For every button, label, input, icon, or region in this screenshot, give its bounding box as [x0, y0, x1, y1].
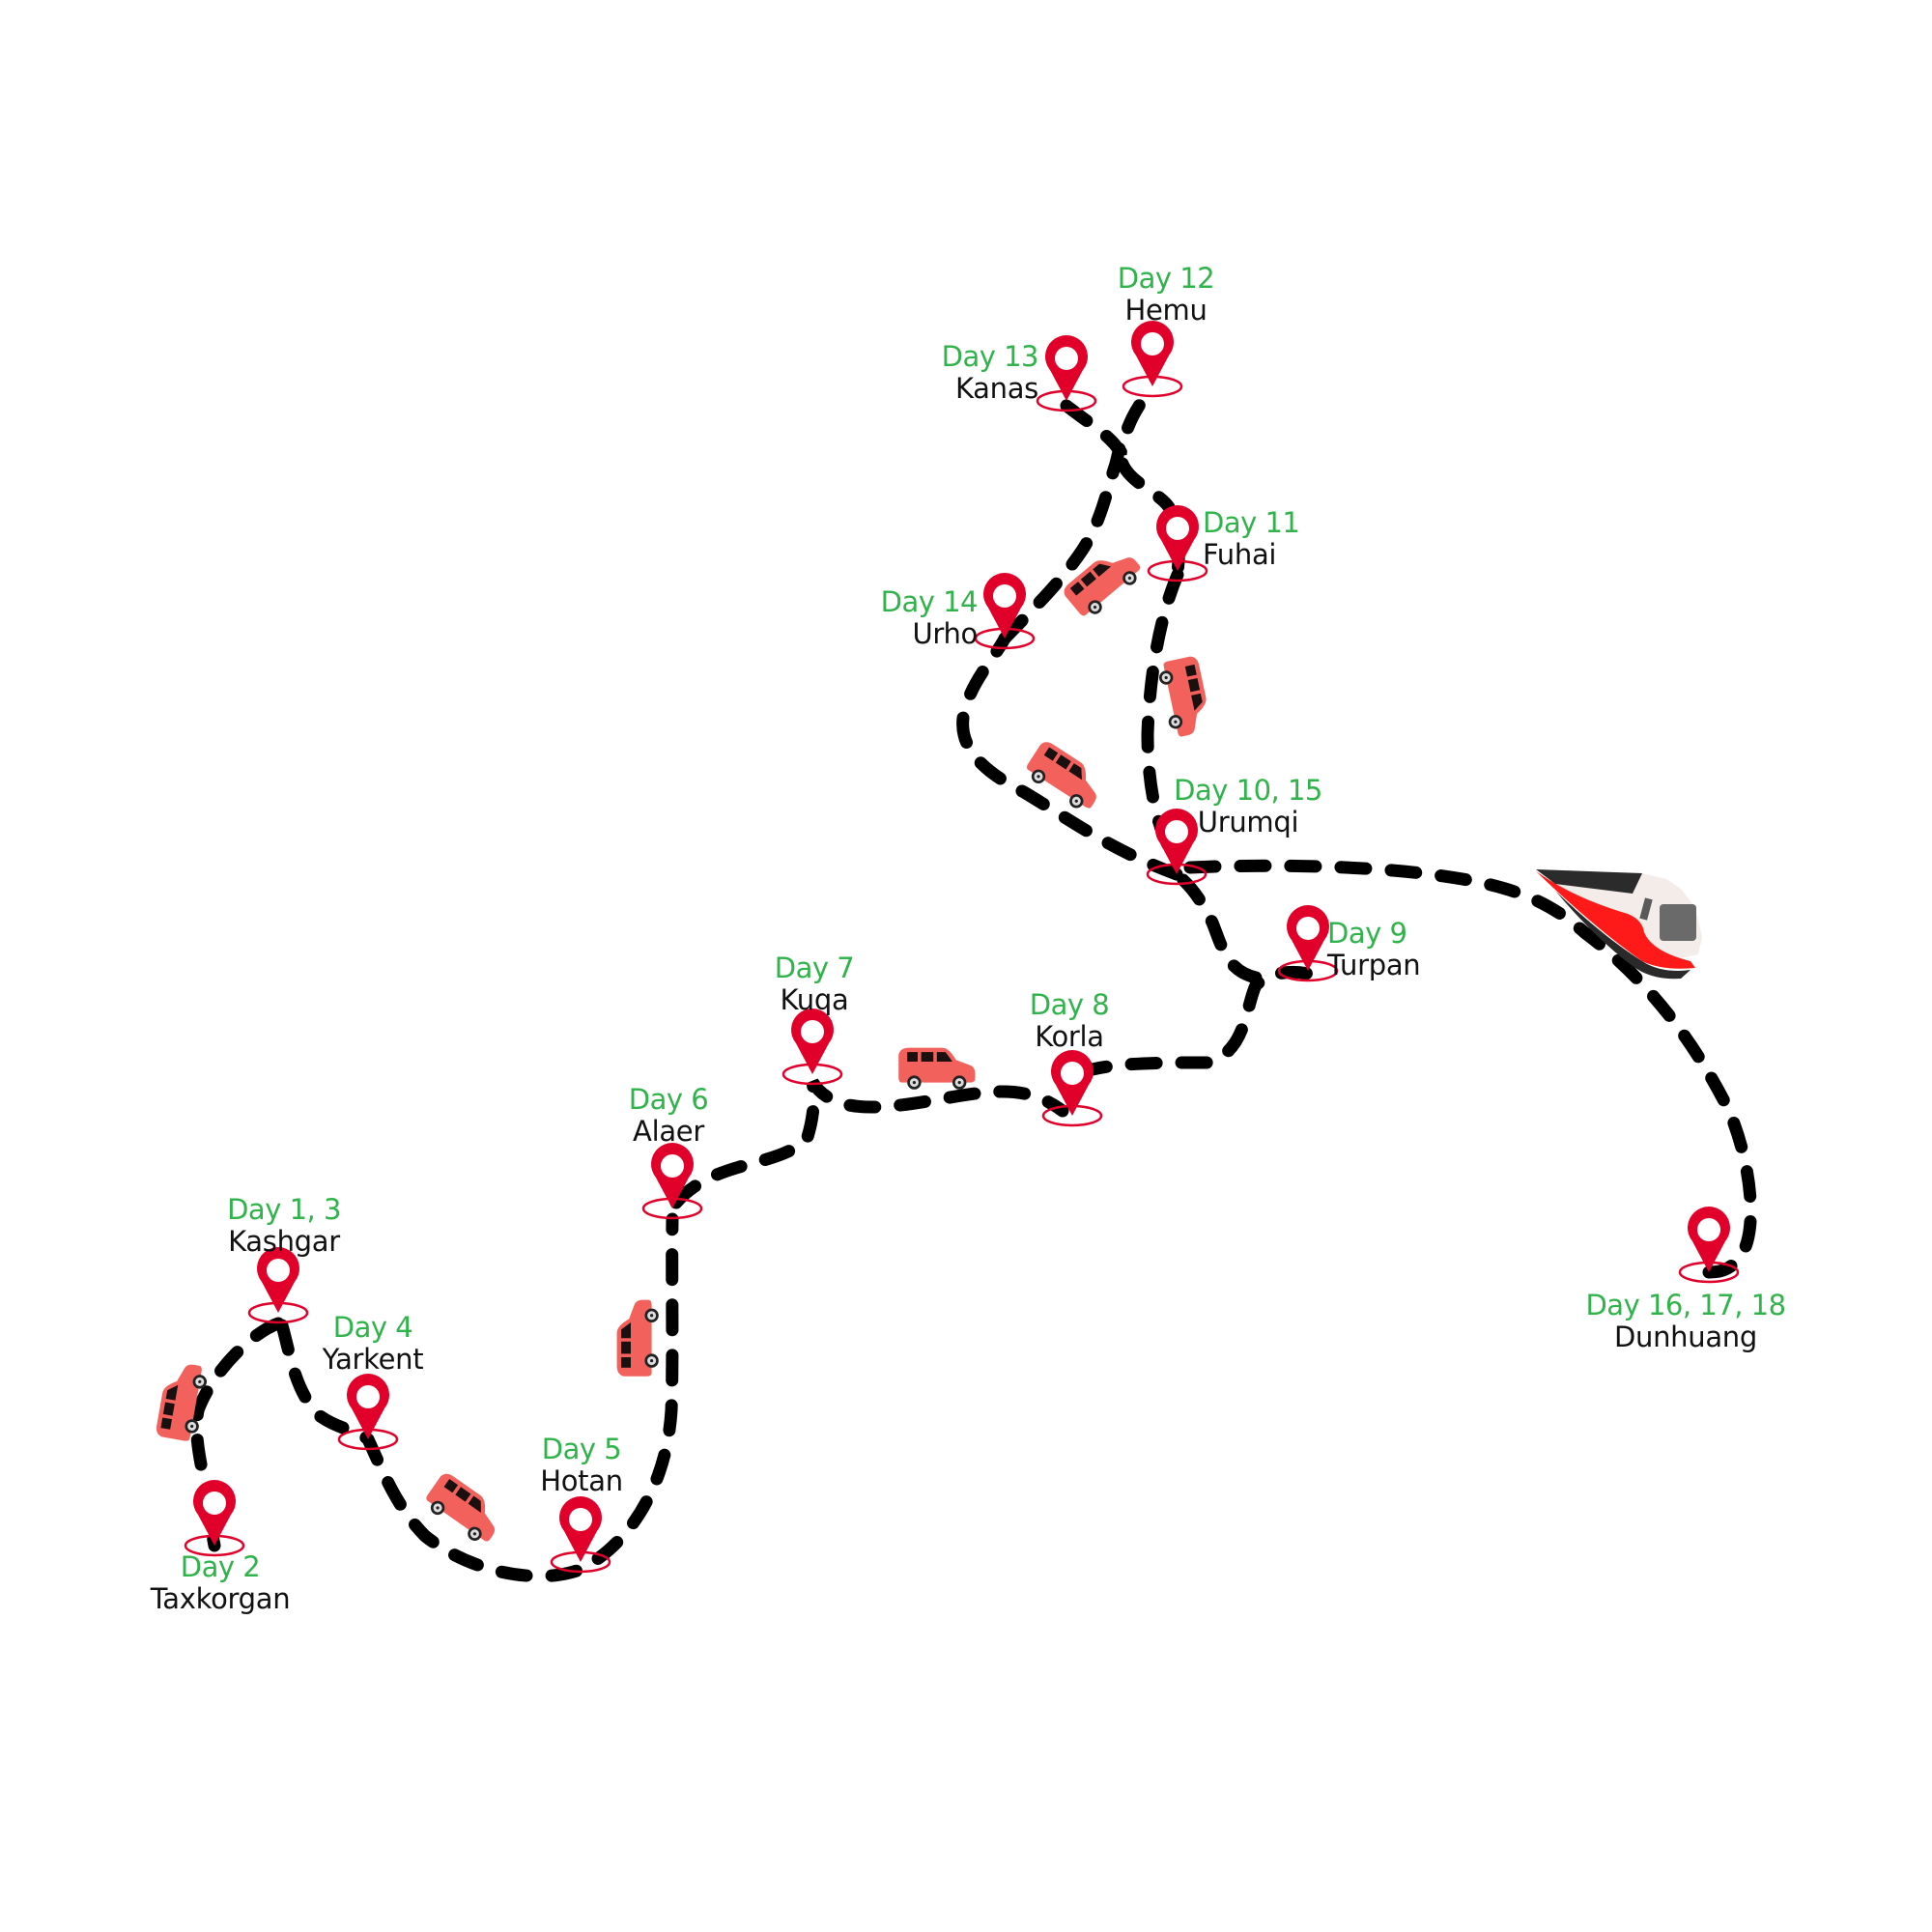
day-label: Day 11 [1203, 506, 1300, 539]
city-label: Dunhuang [1613, 1321, 1757, 1354]
car-icon [616, 1299, 659, 1377]
day-label: Day 13 [941, 340, 1039, 373]
stop-label-kashgar: Day 1, 3 Kashgar [227, 1193, 341, 1259]
map-pin-icon[interactable] [1036, 333, 1097, 412]
city-label: Turpan [1327, 949, 1421, 982]
stop-label-dunhuang: Day 16, 17, 18 Dunhuang [1585, 1289, 1786, 1354]
city-label: Hotan [540, 1464, 623, 1498]
day-label: Day 9 [1327, 917, 1407, 950]
city-label: Taxkorgan [150, 1582, 291, 1616]
city-label: Alaer [633, 1115, 704, 1149]
city-label: Fuhai [1203, 538, 1277, 572]
map-pin-icon[interactable] [247, 1245, 309, 1324]
stop-label-taxkorgan: Day 2 Taxkorgan [150, 1550, 291, 1616]
day-label: Day 1, 3 [227, 1193, 341, 1226]
stop-label-fuhai: Day 11 Fuhai [1203, 506, 1300, 572]
stop-label-turpan: Day 9 Turpan [1327, 917, 1421, 982]
stop-label-alaer: Day 6 Alaer [628, 1083, 709, 1149]
day-label: Day 7 [774, 952, 855, 984]
train-icon [1536, 869, 1702, 980]
day-label: Day 2 [180, 1550, 261, 1583]
day-label: Day 4 [332, 1311, 413, 1344]
stop-label-korla: Day 8 Korla [1029, 988, 1110, 1054]
map-pin-icon[interactable] [1122, 319, 1183, 398]
map-pin-icon[interactable] [184, 1478, 245, 1557]
day-label: Day 6 [628, 1083, 709, 1116]
city-label: Hemu [1124, 294, 1208, 327]
stop-label-yarkent: Day 4 Yarkent [322, 1311, 424, 1377]
map-pin-icon[interactable] [1147, 503, 1208, 582]
city-label: Urumqi [1197, 806, 1299, 839]
stop-label-kanas: Day 13 Kanas [941, 340, 1039, 406]
city-label: Urho [912, 617, 978, 651]
day-label: Day 12 [1117, 262, 1215, 295]
city-label: Korla [1035, 1020, 1104, 1054]
city-label: Kanas [954, 372, 1038, 406]
map-pin-icon[interactable] [974, 571, 1036, 650]
day-label: Day 8 [1029, 988, 1110, 1021]
city-label: Kashgar [228, 1225, 340, 1259]
car-icon [1155, 655, 1213, 739]
stop-label-hemu: Day 12 Hemu [1117, 262, 1215, 327]
car-route [190, 383, 1757, 1583]
city-label: Kuqa [780, 983, 849, 1017]
map-pin-icon[interactable] [1041, 1048, 1103, 1127]
stop-label-hotan: Day 5 Hotan [540, 1433, 623, 1498]
day-label: Day 10, 15 [1174, 774, 1322, 807]
city-label: Yarkent [322, 1343, 424, 1377]
car-icon [898, 1047, 976, 1090]
day-label: Day 16, 17, 18 [1585, 1289, 1786, 1321]
stop-label-kuqa: Day 7 Kuqa [774, 952, 855, 1017]
day-label: Day 5 [541, 1433, 622, 1465]
day-label: Day 14 [880, 585, 979, 618]
map-pin-icon[interactable] [337, 1372, 399, 1451]
stop-label-urumqi: Day 10, 15 Urumqi [1174, 774, 1322, 839]
map-pin-icon[interactable] [781, 1007, 843, 1086]
stop-label-urho: Day 14 Urho [880, 585, 979, 651]
